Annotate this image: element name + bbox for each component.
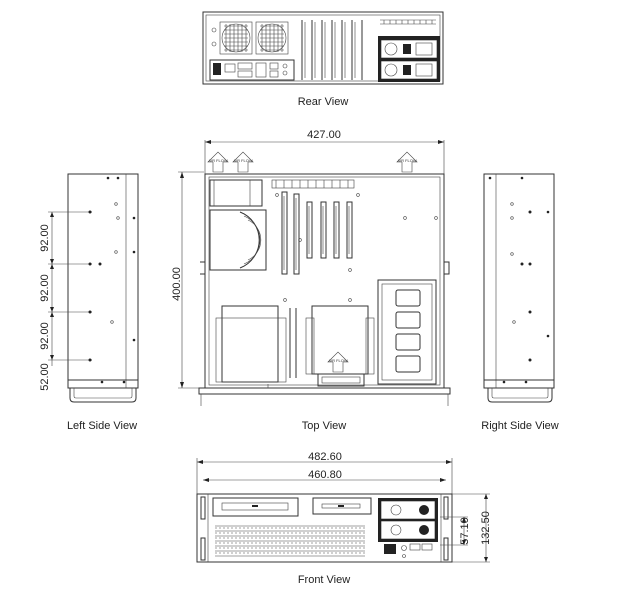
airflow-label-1: AIR FLOW [208,158,228,163]
top-drive-bays [215,305,375,383]
front-view: 482.60 460.80 [196,451,492,563]
left-side-view-label: Left Side View [67,420,137,432]
left-side-dimensions: 92.00 92.00 92.00 52.00 [39,211,92,391]
top-width-dimension: 427.00 [204,129,445,174]
front-body-width-value: 460.80 [308,469,342,481]
front-floppy-drive [312,497,372,515]
top-width-value: 427.00 [307,129,341,141]
left-side-view: 92.00 92.00 92.00 52.00 [39,173,139,403]
front-height-value: 132.50 [480,511,492,545]
airflow-label-3: AIR FLOW [397,158,417,163]
front-optical-drive [212,497,299,517]
front-height-dimensions: 132.50 57.10 [440,493,492,563]
front-overall-width-dimension: 482.60 [196,451,453,498]
left-side-holes [88,176,136,384]
front-view-label: Front View [298,574,350,586]
top-board-holes [275,193,438,302]
rear-expansion-slots [301,20,363,80]
top-depth-value: 400.00 [171,267,183,301]
left-dim-1: 92.00 [39,224,51,252]
front-overall-width-value: 482.60 [308,451,342,463]
front-bay-height-value: 57.10 [459,517,471,545]
rear-io-panel [209,59,295,81]
top-view-label: Top View [302,420,346,432]
airflow-label-2: AIR FLOW [233,158,253,163]
left-dim-4: 52.00 [39,363,51,391]
rear-fan-left [219,21,253,55]
rear-view-label: Rear View [298,96,349,108]
airflow-label-4: AIR FLOW [328,358,348,363]
top-fan-hdd-cage [209,179,267,271]
right-side-view-label: Right Side View [481,420,559,432]
front-hotswap-bays [378,498,438,542]
left-dim-2: 92.00 [39,274,51,302]
front-controls [384,543,433,558]
top-rear-connectors [271,179,355,189]
front-vent-grille [215,525,365,557]
top-view: 427.00 400.00 AIR FLOW AIR FLOW AIR FLOW… [171,129,451,406]
right-side-view [483,173,555,403]
top-depth-dimension: 400.00 [171,171,204,389]
rear-view [202,11,444,85]
rear-psu-modules [378,36,440,82]
top-expansion-cards [281,191,353,275]
rear-fan-right [255,21,289,55]
right-side-holes [488,176,550,384]
top-airflow-arrows: AIR FLOW AIR FLOW AIR FLOW AIR FLOW [207,151,418,373]
left-dim-3: 92.00 [39,322,51,350]
front-body-width-dimension: 460.80 [203,469,446,482]
top-psu-cage [377,279,437,385]
